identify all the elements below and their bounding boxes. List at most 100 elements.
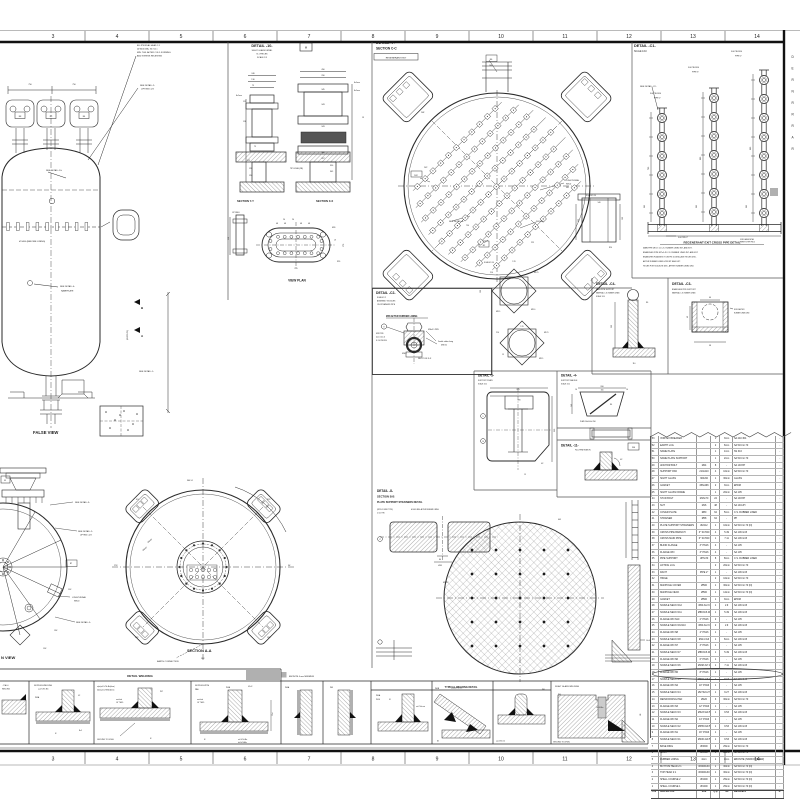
generated-shape — [762, 94, 766, 98]
generated-shape — [594, 91, 602, 100]
table-cell: Ø3400 — [697, 783, 712, 790]
table-cell: NOZZLE NECK N12 — [659, 603, 698, 609]
generated-shape — [712, 99, 716, 103]
table-cell: SHELL COURSE 2 — [659, 777, 698, 783]
table-cell: 2.9 — [720, 623, 734, 629]
table-cell: SA 105 — [733, 703, 776, 710]
annotation-text: 190 — [696, 205, 698, 208]
generated-shape — [649, 432, 792, 438]
table-cell: SA 516 Gr.70 (N) — [733, 763, 776, 770]
table-cell: EPDM — [733, 596, 776, 603]
generated-shape — [276, 251, 280, 255]
table-cell: 4 — [651, 763, 660, 770]
generated-shape — [487, 193, 490, 196]
generated-shape — [296, 235, 300, 239]
generated-shape — [715, 96, 719, 100]
generated-shape — [715, 210, 719, 214]
table-cell: Ø2212 — [697, 522, 712, 529]
table-cell: - — [720, 683, 734, 690]
table-cell: 9.27 — [720, 690, 734, 696]
generated-shape — [26, 222, 30, 231]
generated-shape — [9, 566, 11, 568]
generated-shape — [201, 568, 205, 572]
table-cell: 9 — [651, 730, 660, 736]
annotation-text: TIP LEVEL(2B) — [290, 168, 303, 170]
generated-shape — [382, 71, 434, 123]
generated-shape — [289, 251, 294, 255]
table-cell: 3mm — [720, 482, 734, 489]
generated-shape — [759, 173, 763, 177]
table-cell: NOZZLE NECK N3 — [659, 710, 698, 716]
generated-shape — [759, 94, 769, 104]
annotation-text: 45° — [389, 699, 392, 701]
annotation-text: 225 — [531, 242, 534, 244]
table-cell: Ø323.9x9.53 — [698, 710, 712, 716]
annotation-text: 98 — [709, 345, 711, 347]
table-cell: 3 — [711, 696, 721, 703]
annotation-text: SUPPORT PLATE — [478, 379, 493, 382]
annotation-text: SECTION X-X — [418, 358, 432, 360]
annotation-text: 6 — [244, 34, 247, 40]
annotation-text: WELD — [566, 184, 572, 186]
generated-shape — [519, 162, 521, 164]
annotation-text: 11 — [562, 34, 567, 40]
table-cell: 28 — [651, 603, 660, 609]
annotation-text: 17 — [379, 539, 381, 541]
table-cell: 20mm — [720, 563, 734, 569]
annotation-text: 10 — [498, 34, 504, 40]
generated-shape — [178, 565, 181, 569]
annotation-text: R10 — [609, 247, 612, 249]
table-cell: 15 — [651, 690, 660, 696]
annotation-text: PIPE 3" — [692, 72, 699, 74]
table-cell: SA 106 Gr.B — [733, 736, 776, 743]
table-cell: - — [776, 476, 784, 482]
annotation-text: 170 — [520, 326, 523, 328]
table-cell: 12" PN16 — [698, 703, 712, 710]
table-cell: 1 — [711, 730, 721, 736]
annotation-text: 19 — [362, 117, 364, 119]
annotation-text: a=0.7 thk min — [416, 705, 425, 708]
table-cell: 8 — [711, 462, 721, 469]
generated-shape — [55, 222, 59, 231]
table-cell: 32 — [651, 576, 660, 583]
generated-shape — [759, 135, 763, 139]
generated-shape — [478, 262, 481, 264]
annotation-text: REFER TO PIPE PN 16 — [740, 241, 755, 243]
generated-shape — [207, 575, 211, 579]
annotation-text: Ø58 AFTER RUBBER LINING — [386, 315, 418, 318]
generated-shape — [247, 489, 281, 523]
annotation-text: Ø 3400 (BEFORE LINING) — [19, 241, 45, 243]
generated-shape — [590, 276, 599, 285]
generated-shape — [424, 178, 426, 180]
annotation-text: M — [4, 480, 6, 482]
generated-shape — [709, 93, 719, 103]
annotation-text: 10x10 — [646, 640, 650, 642]
generated-shape — [382, 249, 434, 301]
generated-shape — [316, 251, 320, 255]
table-cell: - — [776, 529, 784, 536]
annotation-text: W5 — [542, 689, 545, 691]
annotation-text: SEE DETAIL -2- — [78, 530, 93, 533]
table-cell: NOZZLE NECK N7 — [659, 650, 698, 656]
generated-shape — [572, 169, 574, 171]
table-cell: MANHOLE NECK — [659, 589, 698, 596]
table-cell: SUPPORT PAD — [659, 469, 698, 476]
table-cell: - — [776, 609, 784, 616]
annotation-text: MATERIAL C.S. RUBBER LINED — [596, 292, 620, 295]
generated-shape — [455, 146, 457, 149]
table-cell: SA 106 Gr.B — [733, 663, 776, 670]
table-cell: 4mm — [697, 757, 712, 763]
generated-shape — [553, 148, 555, 150]
annotation-text: Ø68 — [438, 565, 441, 567]
generated-shape — [709, 96, 713, 100]
generated-shape — [432, 170, 434, 172]
table-cell: 42 — [651, 509, 660, 516]
generated-shape — [657, 192, 661, 196]
generated-shape — [534, 187, 536, 189]
generated-shape — [502, 239, 504, 241]
